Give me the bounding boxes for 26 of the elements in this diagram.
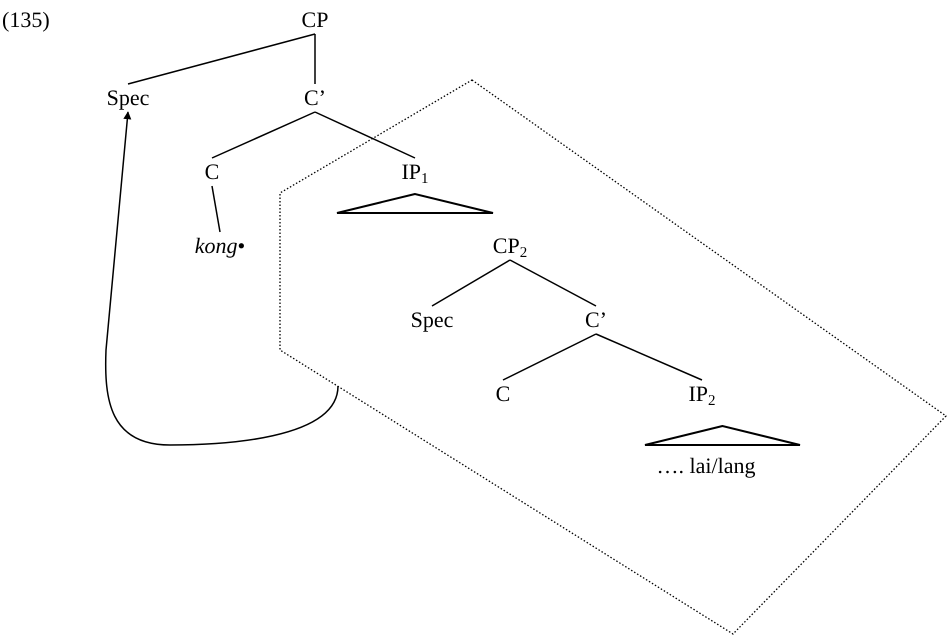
triangle-shape (645, 425, 800, 446)
branch-line (212, 111, 316, 159)
tree-label: IP$_{2}$ (688, 382, 716, 406)
branch-line (432, 259, 510, 307)
tree-label: CP$_{2}$ (492, 234, 528, 258)
tree-label: C (204, 160, 220, 184)
tree-label: C’ (585, 308, 607, 332)
triangle-shape (337, 193, 493, 214)
tree-label: CP (302, 8, 328, 32)
tree-label: …. lai/lang (656, 454, 756, 478)
branch-line (510, 259, 596, 307)
tree-label: C (496, 382, 510, 406)
tree-label: Spec (106, 86, 150, 110)
tree-label: kong• (194, 234, 246, 258)
branch-line (314, 34, 316, 84)
dotted-outline (278, 80, 947, 635)
example-number: (135) (2, 8, 50, 32)
branch-line (596, 333, 702, 381)
branch-line (314, 111, 416, 159)
branch-line (502, 333, 596, 381)
tree-label: Spec (410, 308, 454, 332)
branch-line (128, 33, 316, 85)
movement-arrow (105, 111, 339, 446)
branch-line (211, 186, 221, 232)
tree-label: IP$_{1}$ (401, 160, 429, 184)
tree-label: C’ (304, 86, 326, 110)
